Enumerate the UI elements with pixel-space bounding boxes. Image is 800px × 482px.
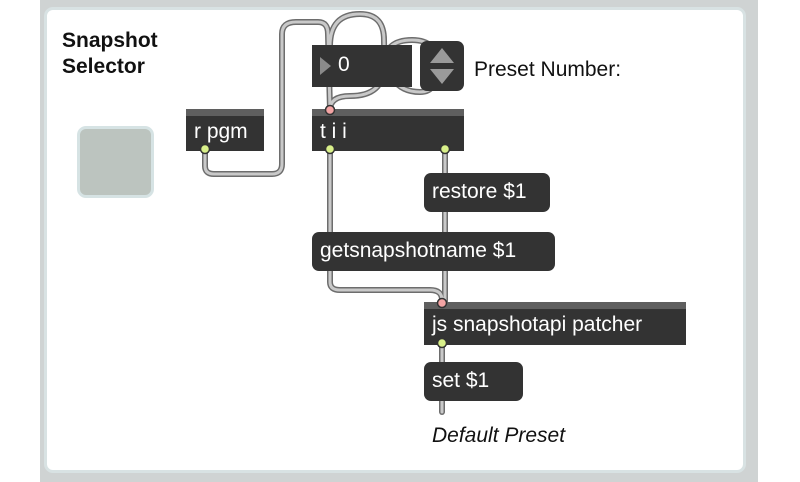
preset-swatch[interactable]	[77, 126, 154, 198]
page-title: Snapshot Selector	[62, 29, 158, 78]
js-object[interactable]: js snapshotapi patcher	[424, 302, 686, 345]
restore-message[interactable]: restore $1	[424, 173, 550, 212]
js-object-label: js snapshotapi patcher	[432, 313, 643, 336]
preset-number-label: Preset Number:	[474, 58, 622, 81]
play-icon	[320, 57, 331, 75]
set-message-label: set $1	[432, 369, 490, 392]
getsnapshotname-message[interactable]: getsnapshotname $1	[312, 232, 555, 271]
trigger-object[interactable]: t i i	[312, 109, 464, 151]
receive-object-label: r pgm	[194, 120, 248, 143]
arrow-down-icon[interactable]	[430, 68, 454, 86]
getsnapshotname-message-label: getsnapshotname $1	[320, 239, 517, 262]
set-message[interactable]: set $1	[424, 362, 523, 401]
preset-spinner[interactable]	[420, 41, 464, 91]
number-box[interactable]: 0	[312, 45, 412, 87]
restore-message-label: restore $1	[432, 180, 527, 203]
default-preset-comment: Default Preset	[432, 424, 566, 447]
receive-object[interactable]: r pgm	[186, 109, 264, 151]
arrow-up-icon[interactable]	[430, 47, 454, 65]
trigger-object-label: t i i	[320, 120, 347, 143]
number-box-value: 0	[338, 53, 350, 76]
